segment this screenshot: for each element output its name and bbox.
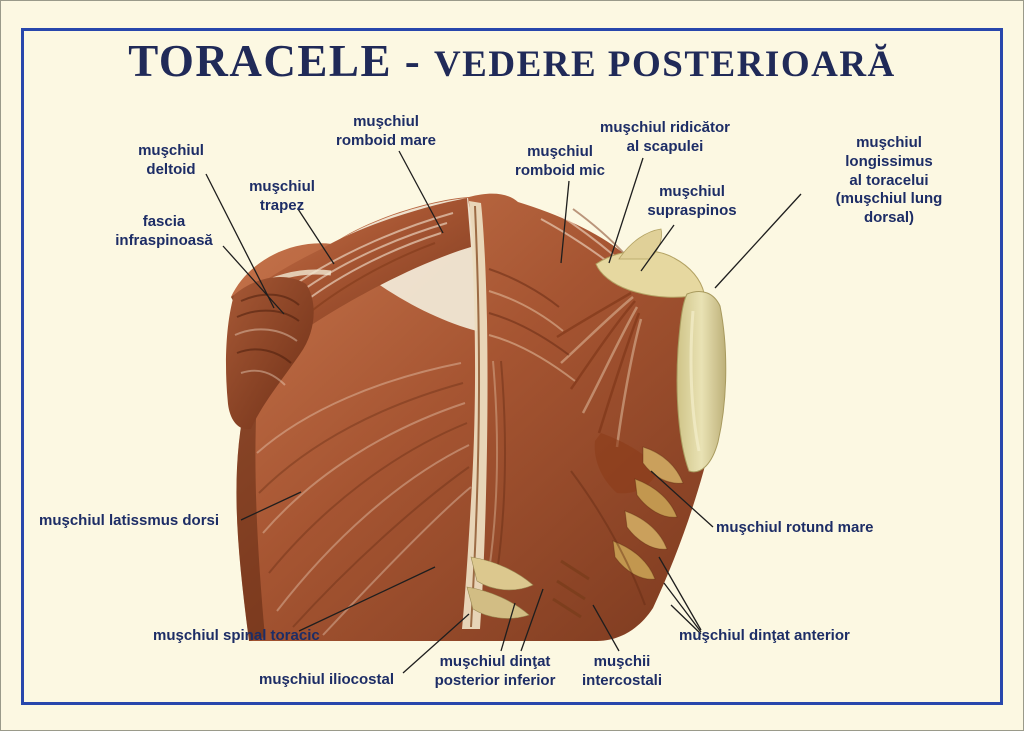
- label-supraspinos: muşchiul supraspinos: [647, 183, 737, 219]
- title-part-2: VEDERE POSTERIOARĂ: [433, 44, 896, 85]
- page-title: TORACELE - VEDERE POSTERIOARĂ: [1, 35, 1023, 87]
- title-part-1: TORACELE -: [128, 36, 434, 86]
- label-rotund-mare: muşchiul rotund mare: [716, 519, 874, 536]
- label-deltoid: muşchiul deltoid: [138, 142, 204, 178]
- label-romboid-mare: muşchiul romboid mare: [335, 113, 437, 149]
- label-iliocostal: muşchiul iliocostal: [259, 671, 395, 688]
- label-romboid-mic: muşchiul romboid mic: [514, 143, 606, 179]
- label-intercostali: muşchii intercostali: [581, 653, 663, 689]
- label-fascia-infraspinoasa: fascia infraspinoasă: [115, 213, 213, 249]
- label-longissimus: muşchiul longissimus al toracelui (muşch…: [835, 134, 943, 226]
- label-spinal-toracic: muşchiul spinal toracic: [153, 627, 320, 644]
- label-ridicator-scapulei: muşchiul ridicător al scapulei: [599, 119, 731, 155]
- label-dintat-anterior: muşchiul dinţat anterior: [679, 627, 850, 644]
- label-latissmus-dorsi: muşchiul latissmus dorsi: [39, 512, 220, 529]
- label-trapez: muşchiul trapez: [249, 178, 315, 214]
- label-dintat-post-inferior: muşchiul dinţat posterior inferior: [434, 653, 556, 689]
